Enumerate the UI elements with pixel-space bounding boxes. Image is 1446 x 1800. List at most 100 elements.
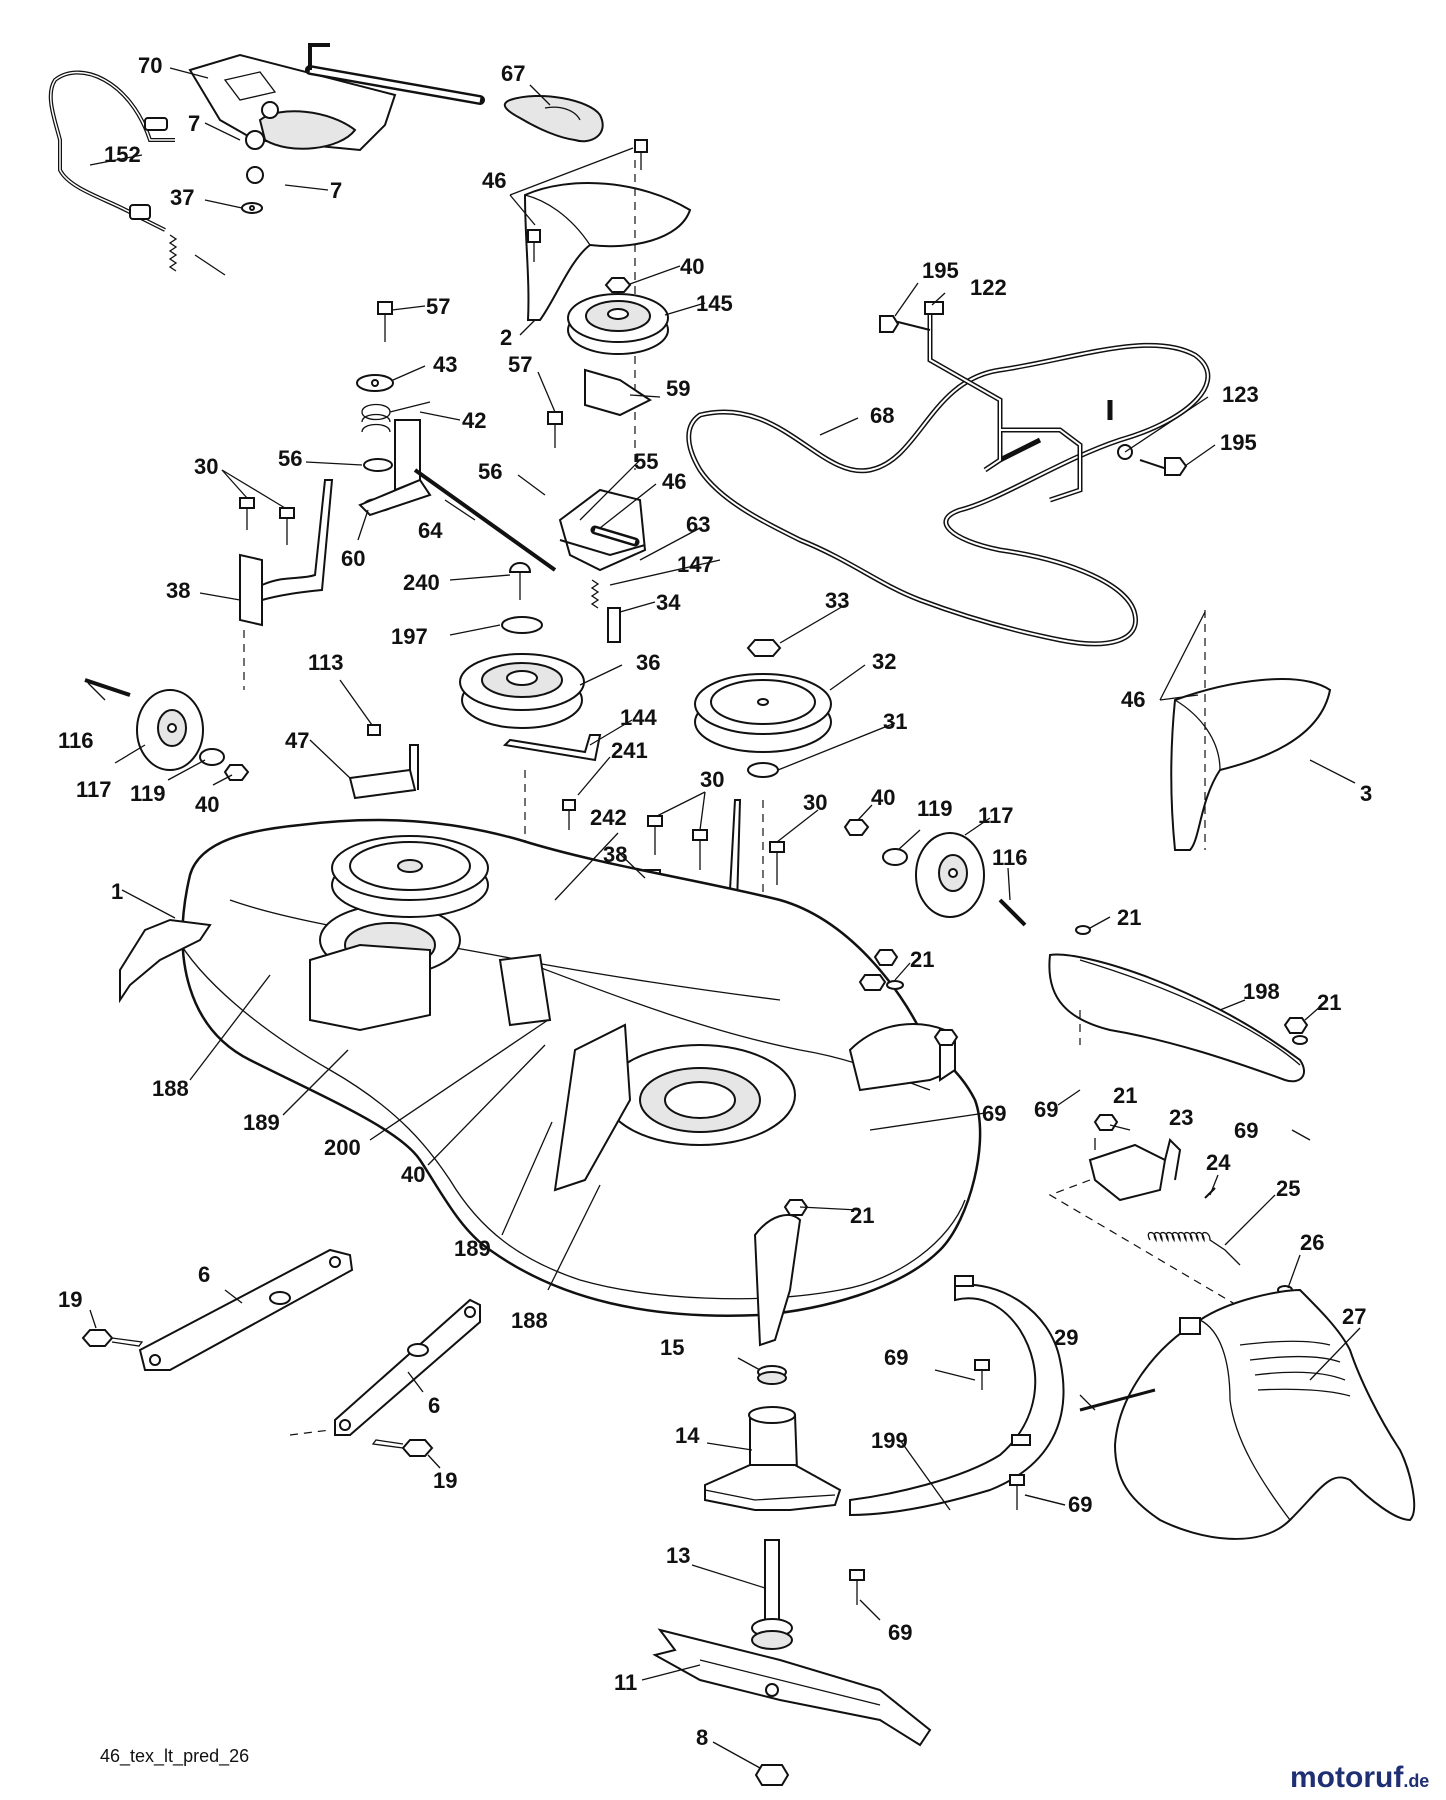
callout-label: 64 — [418, 518, 443, 543]
callout-label: 240 — [403, 570, 440, 595]
callout-label: 123 — [1222, 382, 1259, 407]
callout-label: 25 — [1276, 1176, 1300, 1201]
callout-label: 6 — [198, 1262, 210, 1287]
callout-label: 2 — [500, 325, 512, 350]
callout-label: 69 — [982, 1101, 1006, 1126]
callout-label: 21 — [850, 1203, 874, 1228]
callout-label: 21 — [1317, 990, 1341, 1015]
callout-label: 38 — [603, 842, 627, 867]
belt-part — [686, 342, 1211, 647]
brand-logo: motoruf.de — [1290, 1761, 1429, 1794]
callout-label: 69 — [1234, 1118, 1258, 1143]
callout-label: 21 — [910, 947, 934, 972]
callout-label: 145 — [696, 291, 733, 316]
blade-part — [652, 1628, 932, 1786]
callout-label: 68 — [870, 403, 894, 428]
callout-label: 7 — [330, 178, 342, 203]
callout-label: 40 — [680, 254, 704, 279]
diagram-code: 46_tex_lt_pred_26 — [100, 1746, 249, 1767]
callout-label: 69 — [888, 1620, 912, 1645]
callout-label: 31 — [883, 709, 907, 734]
discharge-chute-part — [1079, 1288, 1416, 1540]
callout-labels: 70 67 7 152 7 37 46 40 145 2 57 43 42 57… — [58, 53, 1372, 1750]
cable-part — [48, 70, 226, 276]
callout-label: 30 — [803, 790, 827, 815]
idler-arm-part — [558, 488, 647, 643]
callout-label: 13 — [666, 1543, 690, 1568]
brand-suffix: .de — [1403, 1771, 1429, 1791]
callout-label: 197 — [391, 624, 428, 649]
callout-label: 11 — [614, 1670, 637, 1695]
callout-label: 38 — [166, 578, 190, 603]
chute-bracket-part — [1048, 1138, 1293, 1311]
callout-label: 117 — [978, 803, 1014, 828]
callout-label: 19 — [58, 1287, 82, 1312]
callout-label: 21 — [1113, 1083, 1137, 1108]
callout-label: 147 — [677, 552, 714, 577]
callout-label: 116 — [58, 728, 94, 753]
leader-lines — [87, 67, 1361, 1769]
callout-label: 43 — [433, 352, 457, 377]
callout-label: 19 — [433, 1468, 457, 1493]
drive-pulley-left-part — [459, 653, 602, 880]
callout-label: 26 — [1300, 1230, 1324, 1255]
callout-label: 46 — [1121, 687, 1145, 712]
callout-label: 69 — [1034, 1097, 1058, 1122]
callout-label: 3 — [1360, 781, 1372, 806]
callout-label: 47 — [285, 728, 309, 753]
callout-label: 24 — [1206, 1150, 1231, 1175]
callout-label: 37 — [170, 185, 194, 210]
callout-label: 29 — [1054, 1325, 1078, 1350]
washer-parts — [241, 202, 263, 214]
deck-arm-parts — [81, 1248, 481, 1457]
callout-label: 42 — [462, 408, 486, 433]
belt-keeper-part — [849, 1275, 1065, 1517]
callout-label: 21 — [1117, 905, 1141, 930]
callout-label: 40 — [195, 792, 219, 817]
callout-label: 56 — [478, 459, 502, 484]
callout-label: 189 — [454, 1236, 491, 1261]
callout-label: 57 — [426, 294, 450, 319]
callout-label: 27 — [1342, 1304, 1366, 1329]
callout-label: 69 — [1068, 1492, 1092, 1517]
drive-pulley-right-part — [694, 639, 832, 1100]
lift-bracket-part — [188, 43, 485, 184]
callout-label: 1 — [111, 879, 123, 904]
callout-label: 200 — [324, 1135, 361, 1160]
callout-label: 23 — [1169, 1105, 1193, 1130]
gauge-wheel-left-part — [84, 678, 250, 781]
callout-label: 241 — [611, 738, 648, 763]
mower-deck-part — [119, 818, 982, 1347]
brand-name: motoruf — [1290, 1761, 1404, 1794]
callout-label: 36 — [636, 650, 660, 675]
callout-label: 34 — [656, 590, 681, 615]
callout-label: 8 — [696, 1725, 708, 1750]
belt-guide-part — [879, 301, 1188, 503]
callout-label: 6 — [428, 1393, 440, 1418]
callout-label: 199 — [871, 1428, 908, 1453]
callout-label: 55 — [634, 449, 658, 474]
callout-label: 119 — [917, 796, 953, 821]
callout-label: 152 — [104, 142, 141, 167]
part-drawings — [48, 43, 1416, 1786]
callout-label: 242 — [590, 805, 627, 830]
callout-label: 60 — [341, 546, 365, 571]
idler-bracket-part — [584, 368, 652, 417]
callout-label: 195 — [1220, 430, 1257, 455]
callout-label: 113 — [308, 650, 344, 675]
callout-label: 46 — [662, 469, 686, 494]
deck-pulley-part — [331, 835, 489, 918]
callout-label: 122 — [970, 275, 1007, 300]
spring-arm-part — [356, 374, 557, 572]
callout-label: 119 — [130, 781, 166, 806]
callout-label: 15 — [660, 1335, 684, 1360]
callout-label: 117 — [76, 777, 112, 802]
bolt-parts-lower — [783, 949, 1309, 1605]
callout-label: 116 — [992, 845, 1028, 870]
callout-label: 46 — [482, 168, 506, 193]
callout-label: 33 — [825, 588, 849, 613]
callout-label: 63 — [686, 512, 710, 537]
spindle-assembly-part — [704, 1365, 842, 1650]
callout-label: 32 — [872, 649, 896, 674]
